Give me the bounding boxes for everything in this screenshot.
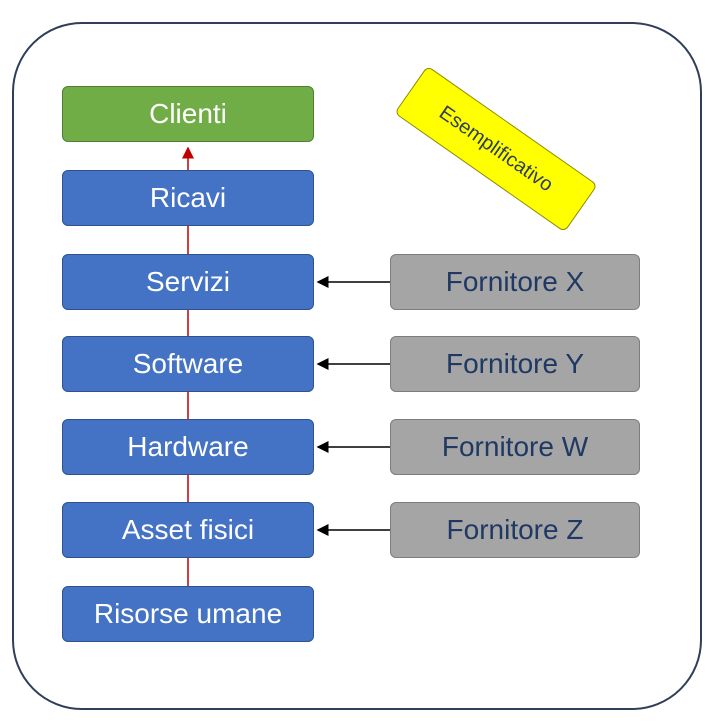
box-hardware: Hardware [62, 419, 314, 475]
diagram-frame [12, 22, 702, 710]
box-fornitore-x: Fornitore X [390, 254, 640, 310]
box-asset-fisici: Asset fisici [62, 502, 314, 558]
box-fornitore-z: Fornitore Z [390, 502, 640, 558]
box-software: Software [62, 336, 314, 392]
box-servizi: Servizi [62, 254, 314, 310]
box-ricavi: Ricavi [62, 170, 314, 226]
box-fornitore-w: Fornitore W [390, 419, 640, 475]
box-fornitore-y: Fornitore Y [390, 336, 640, 392]
box-risorse-umane: Risorse umane [62, 586, 314, 642]
box-clienti: Clienti [62, 86, 314, 142]
